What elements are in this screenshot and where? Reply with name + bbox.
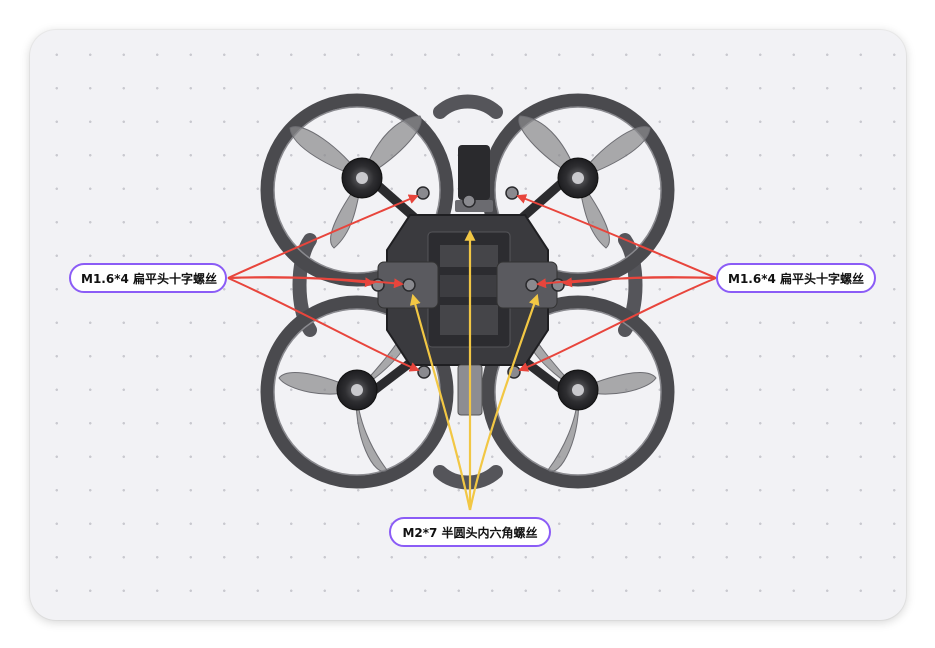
label-flat-head-screw-right: M1.6*4 扁平头十字螺丝: [716, 263, 876, 293]
label-flat-head-screw-left: M1.6*4 扁平头十字螺丝: [69, 263, 227, 293]
top-bridge: [433, 94, 503, 119]
bottom-bridge: [433, 465, 503, 490]
center-body: [377, 145, 558, 416]
motors: [336, 157, 599, 411]
yellow-arrows: [409, 229, 540, 511]
duct-ring-bottom-left: [260, 295, 454, 489]
red-arrows: [227, 194, 717, 372]
camera-mount: [458, 145, 490, 200]
label-socket-head-screw: M2*7 半圆头内六角螺丝: [389, 517, 551, 547]
duct-ring-bottom-right: [481, 295, 675, 489]
